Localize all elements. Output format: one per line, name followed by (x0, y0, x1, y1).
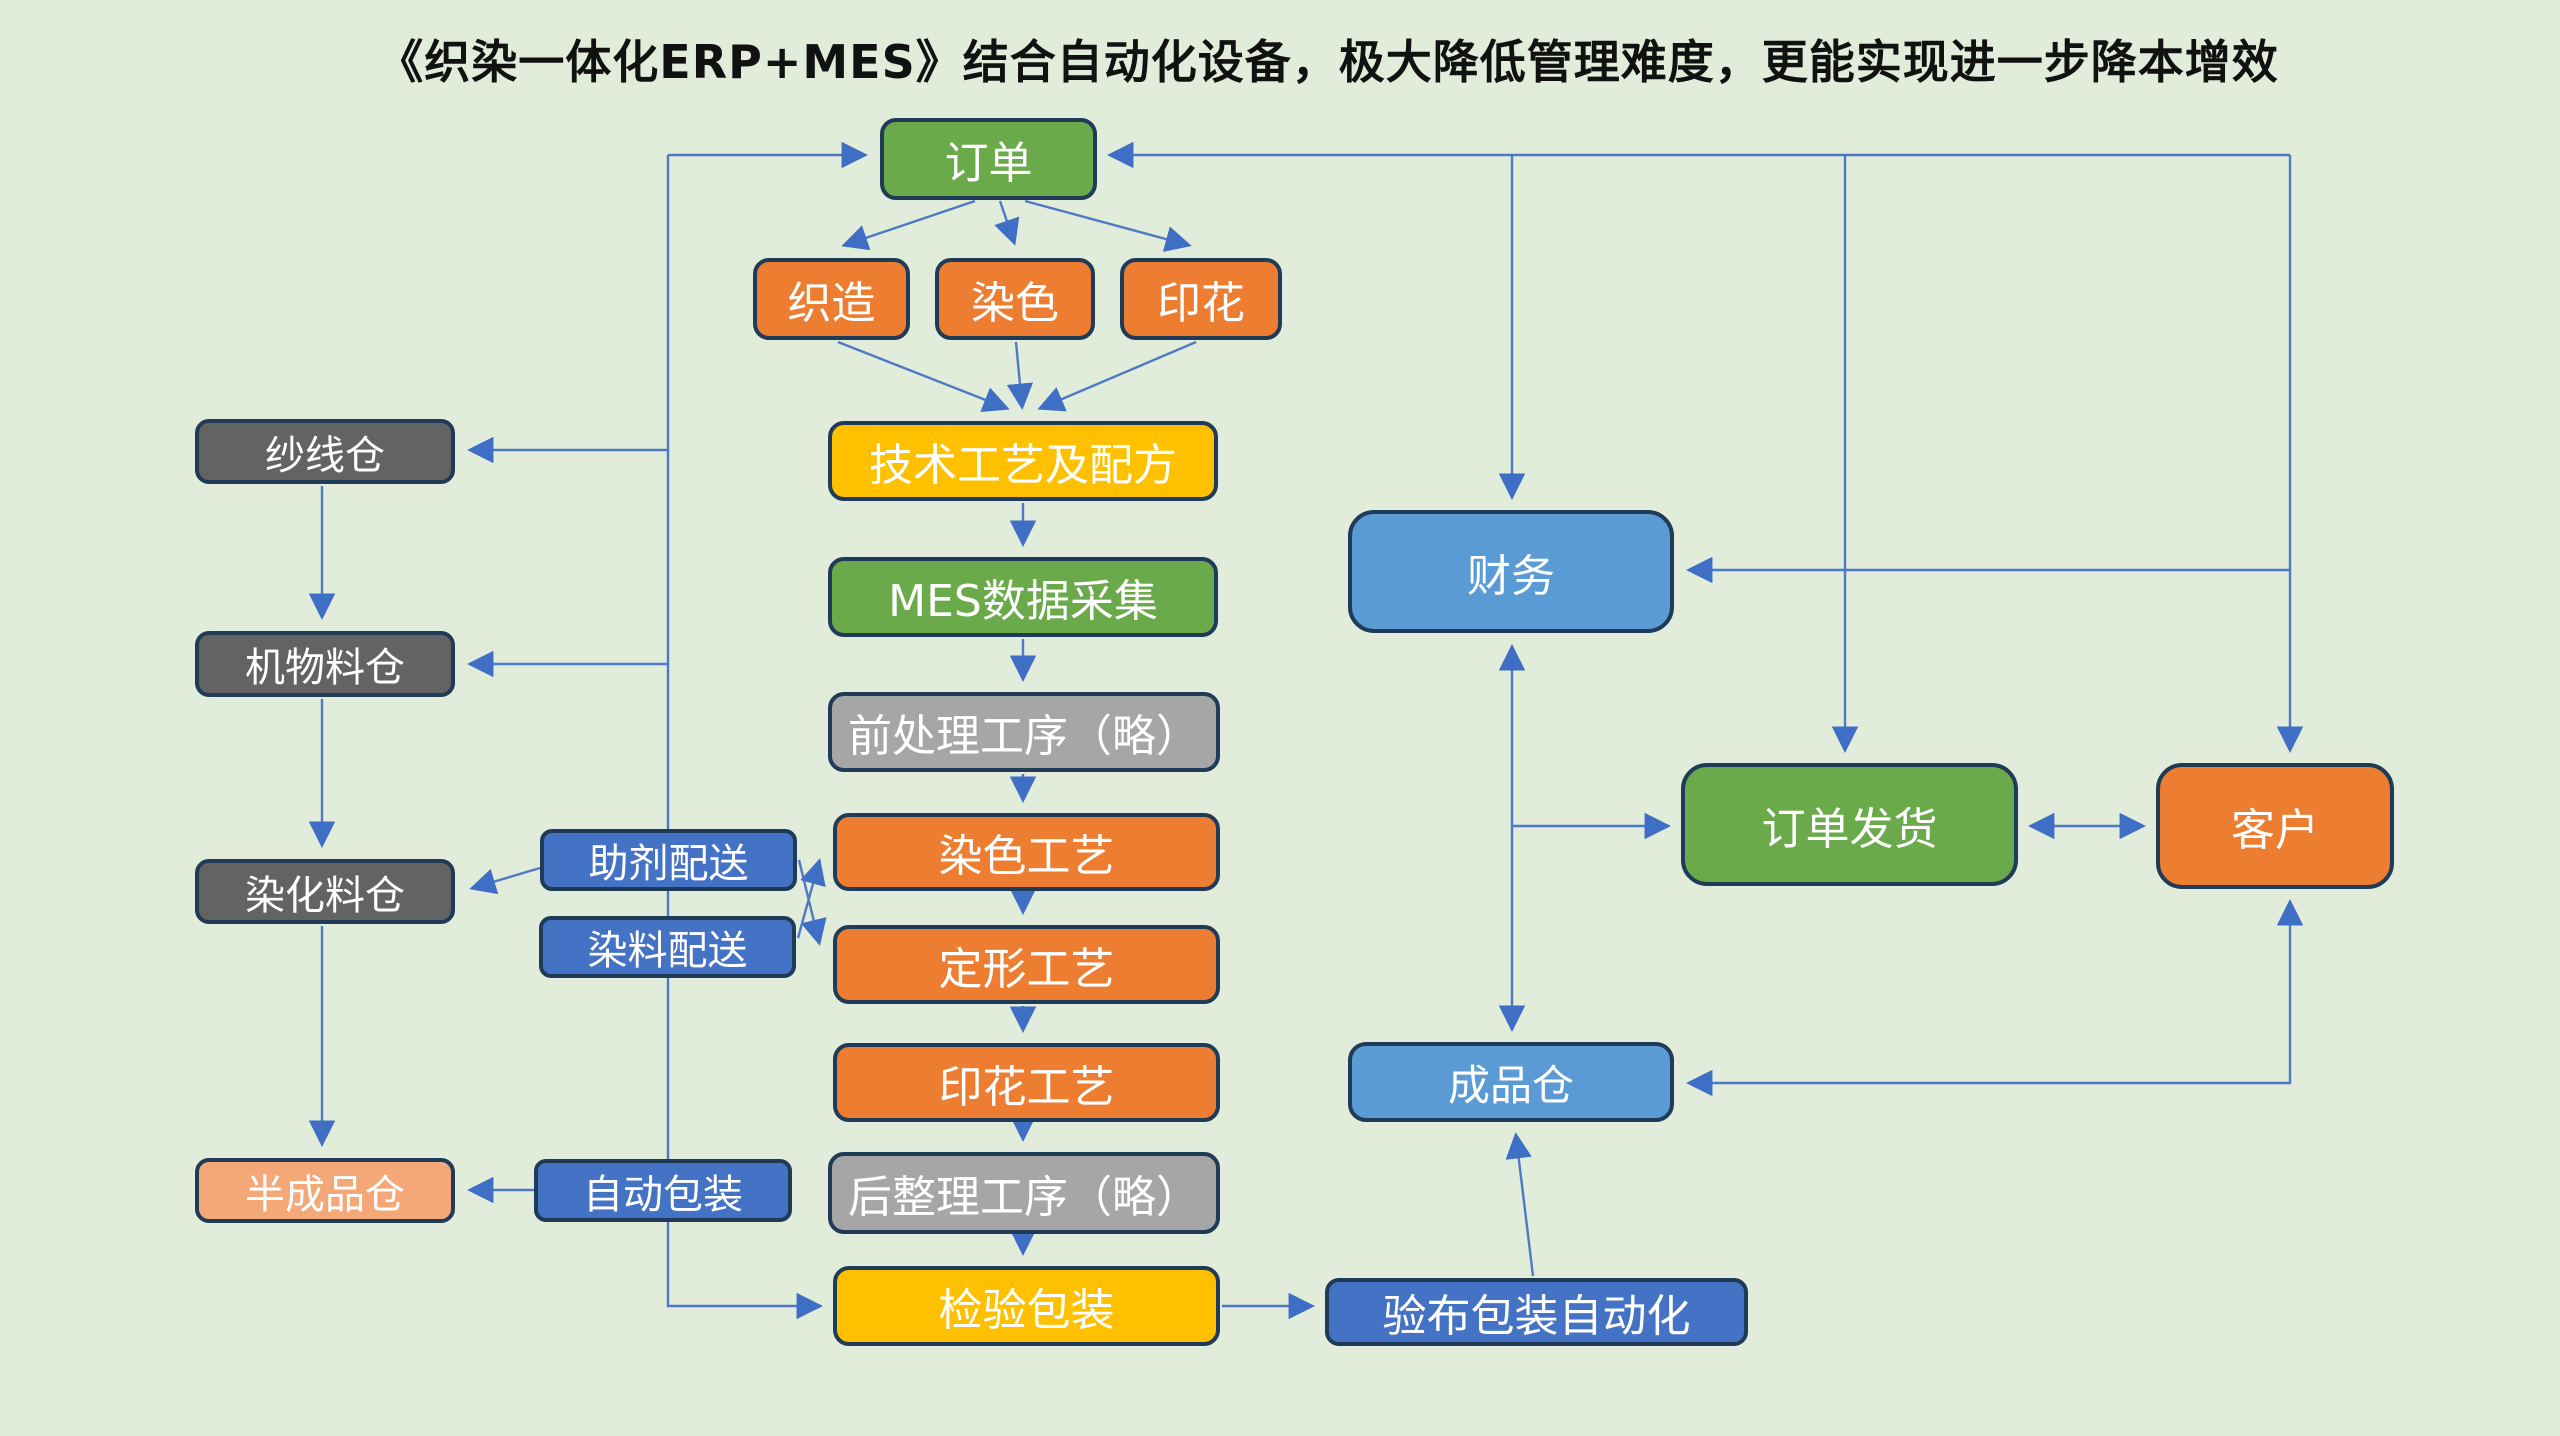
edge-weaving-to-tech (837, 340, 1010, 413)
node-label: 后整理工序（略） (848, 1172, 1200, 1223)
edge-dyeing-to-tech (1006, 341, 1034, 410)
node-finishing: 后整理工序（略） (828, 1152, 1220, 1234)
edge-printing-to-tech (1037, 340, 1197, 412)
node-dye-process: 染色工艺 (833, 813, 1220, 891)
node-customer: 客户 (2156, 763, 2394, 889)
node-label: 染色 (971, 278, 1059, 329)
node-label: 助剂配送 (588, 841, 749, 887)
node-fabric-auto: 验布包装自动化 (1325, 1278, 1748, 1346)
node-label: 半成品仓 (245, 1171, 405, 1218)
node-label: 印花 (1157, 278, 1245, 329)
node-label: 技术工艺及配方 (869, 440, 1177, 491)
node-weaving: 织造 (753, 258, 910, 340)
node-label: 定形工艺 (938, 943, 1115, 995)
node-dye-delivery: 染料配送 (539, 916, 796, 978)
node-label: MES数据采集 (888, 576, 1158, 627)
edge-order-to-printing (1024, 199, 1192, 252)
node-label: 机物料仓 (245, 645, 405, 691)
edge-spine-to-inspect-pack (666, 155, 823, 1320)
node-pretreat: 前处理工序（略） (828, 692, 1220, 772)
node-label: 验布包装自动化 (1382, 1291, 1691, 1342)
node-label: 前处理工序（略） (848, 711, 1200, 762)
edge-order-to-dyeing (994, 200, 1020, 246)
node-finished-store: 成品仓 (1348, 1042, 1674, 1122)
node-finance: 财务 (1348, 510, 1674, 633)
node-machine-store: 机物料仓 (195, 631, 455, 697)
edge-customer-finished-store (1686, 899, 2304, 1097)
node-dye-store: 染化料仓 (195, 859, 455, 924)
node-label: 订单 (944, 138, 1033, 189)
node-label: 染化料仓 (245, 872, 405, 919)
edge-aux-to-dye-store (469, 866, 541, 895)
node-order-ship: 订单发货 (1681, 763, 2018, 886)
node-shaping: 定形工艺 (833, 925, 1220, 1004)
node-label: 自动包装 (583, 1171, 743, 1218)
node-aux-delivery: 助剂配送 (540, 829, 797, 891)
node-label: 染料配送 (587, 928, 748, 974)
edge-fabric-auto-to-finished-store (1505, 1132, 1535, 1277)
node-tech: 技术工艺及配方 (828, 421, 1218, 501)
edge-dyefeed-to-dye-process (796, 858, 826, 939)
node-label: 检验包装 (938, 1285, 1115, 1336)
node-label: 染色工艺 (938, 831, 1115, 882)
node-inspect-pack: 检验包装 (833, 1266, 1220, 1346)
node-semi-store: 半成品仓 (195, 1158, 455, 1223)
node-label: 纱线仓 (265, 432, 385, 479)
node-label: 成品仓 (1447, 1060, 1574, 1110)
node-label: 财务 (1467, 550, 1555, 602)
node-label: 印花工艺 (938, 1061, 1115, 1113)
node-auto-pack: 自动包装 (534, 1159, 792, 1222)
node-dyeing: 染色 (935, 258, 1095, 340)
node-printing: 印花 (1120, 258, 1282, 340)
node-mes: MES数据采集 (828, 557, 1218, 637)
edge-order-to-weaving (841, 199, 976, 251)
diagram-title: 《织染一体化ERP+MES》结合自动化设备，极大降低管理难度，更能实现进一步降本… (377, 35, 2279, 89)
node-label: 织造 (787, 278, 876, 329)
node-label: 客户 (2231, 805, 2319, 856)
node-yarn-store: 纱线仓 (195, 419, 455, 484)
node-print-process: 印花工艺 (833, 1043, 1220, 1122)
node-label: 订单发货 (1761, 803, 1938, 855)
node-order: 订单 (880, 118, 1097, 200)
